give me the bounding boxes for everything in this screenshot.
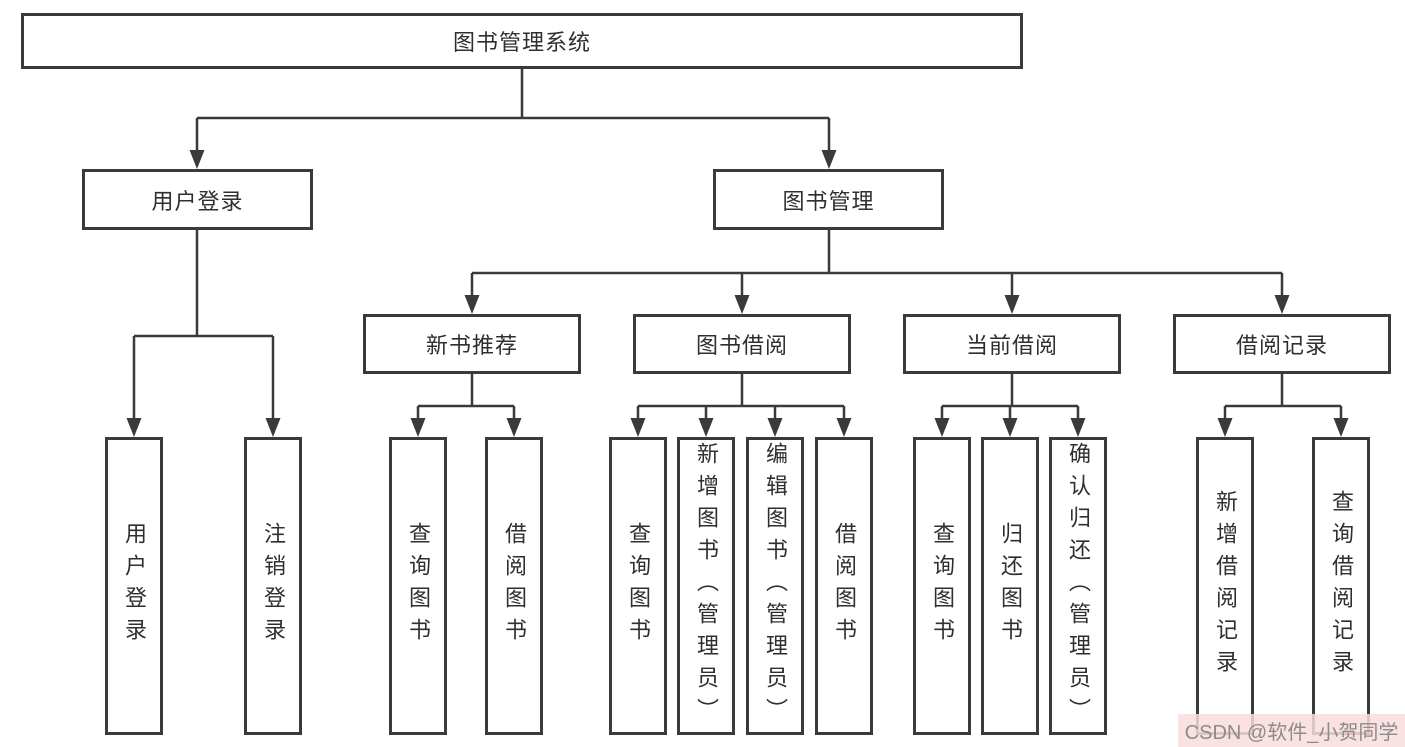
leaf-current-confirm-return-admin-label: 确认归还（管理员） [1066,442,1091,730]
leaf-borrowing-edit-books-admin: 编辑图书（管理员） [746,437,804,735]
leaf-current-query-books-label: 查询图书 [930,522,955,650]
leaf-records-query-record: 查询借阅记录 [1312,437,1370,735]
leaf-user-login: 用户登录 [105,437,163,735]
leaf-borrowing-borrow-books-label: 借阅图书 [832,522,857,650]
leaf-current-confirm-return-admin: 确认归还（管理员） [1049,437,1107,735]
node-book-borrowing-label: 图书借阅 [695,333,788,358]
leaf-current-query-books: 查询图书 [913,437,971,735]
leaf-user-login-label: 用户登录 [122,522,147,650]
node-current-borrowing-label: 当前借阅 [965,333,1058,358]
node-book-borrowing: 图书借阅 [633,314,851,374]
leaf-records-add-record: 新增借阅记录 [1196,437,1254,735]
leaf-borrowing-add-books-admin-label: 新增图书（管理员） [694,442,719,730]
node-borrow-records-label: 借阅记录 [1235,333,1328,358]
leaf-records-add-record-label: 新增借阅记录 [1213,490,1238,682]
leaf-borrowing-edit-books-admin-label: 编辑图书（管理员） [763,442,788,730]
node-borrow-records: 借阅记录 [1173,314,1391,374]
leaf-borrowing-borrow-books: 借阅图书 [815,437,873,735]
leaf-logout: 注销登录 [244,437,302,735]
leaf-logout-label: 注销登录 [261,522,286,650]
leaf-newbooks-query-books-label: 查询图书 [406,522,431,650]
node-user-login: 用户登录 [82,169,313,230]
node-new-book-recommend-label: 新书推荐 [425,333,518,358]
node-user-login-label: 用户登录 [151,188,244,214]
node-book-management-label: 图书管理 [782,188,875,214]
leaf-current-return-books: 归还图书 [981,437,1039,735]
csdn-watermark-text: CSDN @软件_小贺同学 [1184,722,1399,744]
node-current-borrowing: 当前借阅 [903,314,1121,374]
arrowheads [126,150,1349,437]
node-root-system: 图书管理系统 [21,13,1023,69]
node-book-management: 图书管理 [713,169,944,230]
leaf-newbooks-borrow-books-label: 借阅图书 [502,522,527,650]
leaf-borrowing-add-books-admin: 新增图书（管理员） [677,437,735,735]
node-root-label: 图书管理系统 [452,30,591,55]
leaf-current-return-books-label: 归还图书 [998,522,1023,650]
leaf-newbooks-borrow-books: 借阅图书 [485,437,543,735]
leaf-borrowing-query-books-label: 查询图书 [626,522,651,650]
csdn-watermark: CSDN @软件_小贺同学 [1178,714,1405,747]
leaf-newbooks-query-books: 查询图书 [389,437,447,735]
leaf-borrowing-query-books: 查询图书 [609,437,667,735]
leaf-records-query-record-label: 查询借阅记录 [1329,490,1354,682]
node-new-book-recommend: 新书推荐 [363,314,581,374]
